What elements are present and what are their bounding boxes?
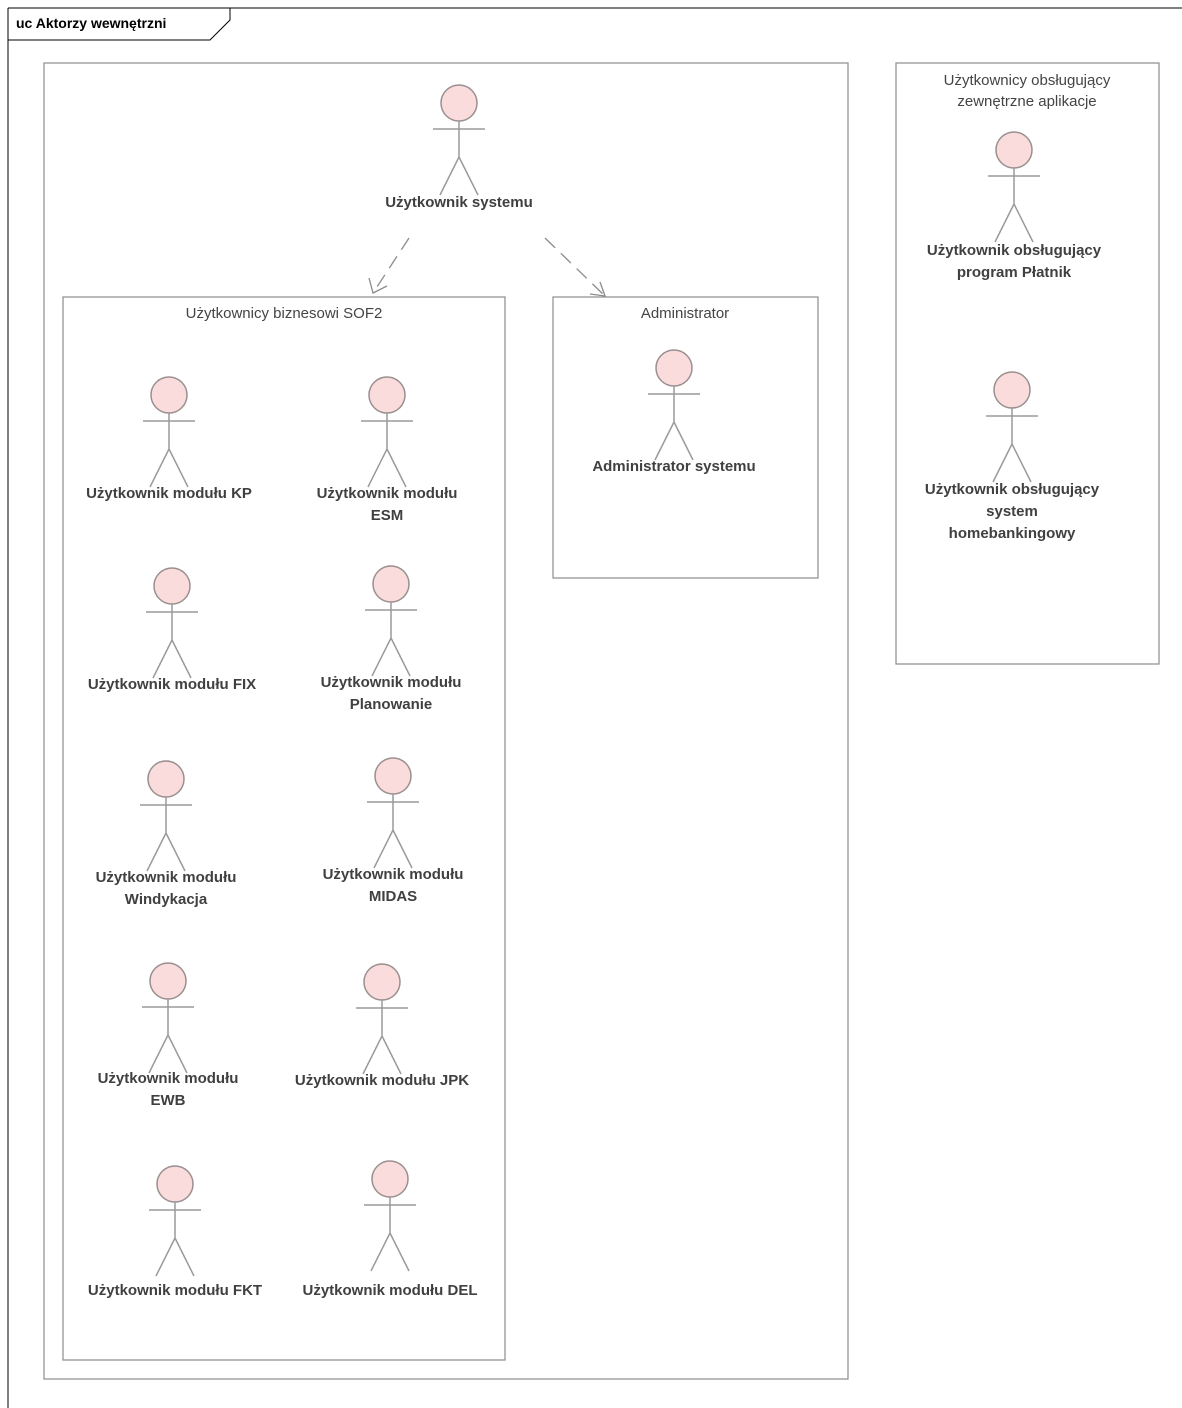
actor-label: Użytkownik modułu xyxy=(317,485,458,502)
package-administrator-label: Administrator xyxy=(641,305,729,322)
actor-kp[interactable]: Użytkownik modułu KP xyxy=(86,376,252,502)
actor-label: homebankingowy xyxy=(949,525,1076,542)
actor-label: Użytkownik modułu DEL xyxy=(302,1282,477,1299)
actor-head-icon xyxy=(440,84,478,122)
actor-label: Windykacja xyxy=(125,891,208,908)
actor-head-icon xyxy=(156,1165,194,1203)
actor-label: Użytkownik obsługujący xyxy=(925,481,1100,498)
actor-label: Użytkownik modułu xyxy=(321,674,462,691)
package-business-users[interactable]: Użytkownicy biznesowi SOF2 xyxy=(62,296,506,1361)
actor-label: Użytkownik obsługujący xyxy=(927,242,1102,259)
actor-platnik[interactable]: Użytkownik obsługujący program Płatnik xyxy=(927,131,1102,281)
dependency-arrow-admin[interactable] xyxy=(544,237,606,297)
actor-body-icon xyxy=(988,168,1040,243)
actor-label: Administrator systemu xyxy=(592,458,755,475)
actor-body-icon xyxy=(433,121,485,196)
actor-head-icon xyxy=(150,376,188,414)
actor-label: Użytkownik modułu xyxy=(98,1070,239,1087)
dependency-arrow-business[interactable] xyxy=(368,237,410,294)
actor-head-icon xyxy=(993,371,1031,409)
actor-body-icon xyxy=(146,604,198,679)
actor-label: Użytkownik modułu xyxy=(323,866,464,883)
actor-label: Użytkownik systemu xyxy=(385,194,533,211)
actor-label: Użytkownik modułu JPK xyxy=(295,1072,469,1089)
package-administrator[interactable]: Administrator xyxy=(552,296,819,579)
actor-label: Użytkownik modułu KP xyxy=(86,485,252,502)
actor-head-icon xyxy=(363,963,401,1001)
actor-homebanking[interactable]: Użytkownik obsługujący system homebankingo… xyxy=(925,371,1100,542)
actor-body-icon xyxy=(365,602,417,677)
actor-body-icon xyxy=(648,386,700,461)
actor-fix[interactable]: Użytkownik modułu FIX xyxy=(88,567,256,693)
actor-jpk[interactable]: Użytkownik modułu JPK xyxy=(295,963,469,1089)
actor-label: Użytkownik modułu xyxy=(96,869,237,886)
actor-system-user[interactable]: Użytkownik systemu xyxy=(385,84,533,211)
package-external-apps-label-line-2: zewnętrzne aplikacje xyxy=(957,93,1096,110)
actor-admin[interactable]: Administrator systemu xyxy=(592,349,756,475)
package-external-apps[interactable]: Użytkownicy obsługujący zewnętrzne aplik… xyxy=(895,62,1160,665)
actor-label: Planowanie xyxy=(350,696,433,713)
diagram-frame: uc Aktorzy wewnętrzni xyxy=(7,7,1182,1408)
actor-body-icon xyxy=(140,797,192,872)
actor-head-icon xyxy=(368,376,406,414)
package-external-apps-label-line-1: Użytkownicy obsługujący xyxy=(944,72,1111,89)
actor-head-icon xyxy=(147,760,185,798)
actor-body-icon xyxy=(364,1197,416,1272)
actor-label: program Płatnik xyxy=(957,264,1072,281)
actor-body-icon xyxy=(143,413,195,488)
package-business-users-label: Użytkownicy biznesowi SOF2 xyxy=(186,305,383,322)
actor-head-icon xyxy=(995,131,1033,169)
actor-body-icon xyxy=(367,794,419,869)
actor-label: Użytkownik modułu FIX xyxy=(88,676,256,693)
actor-head-icon xyxy=(371,1160,409,1198)
actor-head-icon xyxy=(149,962,187,1000)
actor-del[interactable]: Użytkownik modułu DEL xyxy=(302,1160,478,1299)
actor-head-icon xyxy=(372,565,410,603)
actor-label: Użytkownik modułu FKT xyxy=(88,1282,262,1299)
actor-body-icon xyxy=(356,1000,408,1075)
actor-label: MIDAS xyxy=(369,888,417,905)
frame-title: uc Aktorzy wewnętrzni xyxy=(16,15,166,31)
actor-body-icon xyxy=(986,408,1038,483)
actor-body-icon xyxy=(149,1202,201,1277)
actor-body-icon xyxy=(361,413,413,488)
actor-head-icon xyxy=(655,349,693,387)
actor-head-icon xyxy=(153,567,191,605)
actor-label: ESM xyxy=(371,507,404,524)
actor-label: EWB xyxy=(151,1092,186,1109)
actor-head-icon xyxy=(374,757,412,795)
actor-fkt[interactable]: Użytkownik modułu FKT xyxy=(88,1165,262,1299)
actor-body-icon xyxy=(142,999,194,1074)
frame-title-tab xyxy=(8,8,231,41)
actor-label: system xyxy=(986,503,1038,520)
